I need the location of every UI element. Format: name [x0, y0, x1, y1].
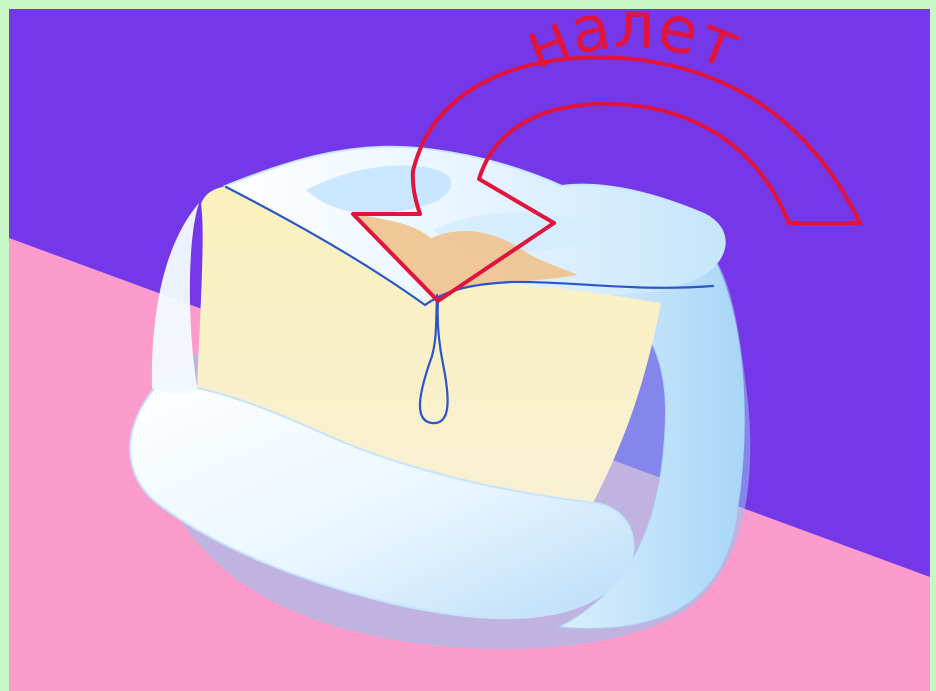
- diagram-stage: налет: [0, 0, 936, 691]
- tooth-diagram: налет: [0, 0, 936, 691]
